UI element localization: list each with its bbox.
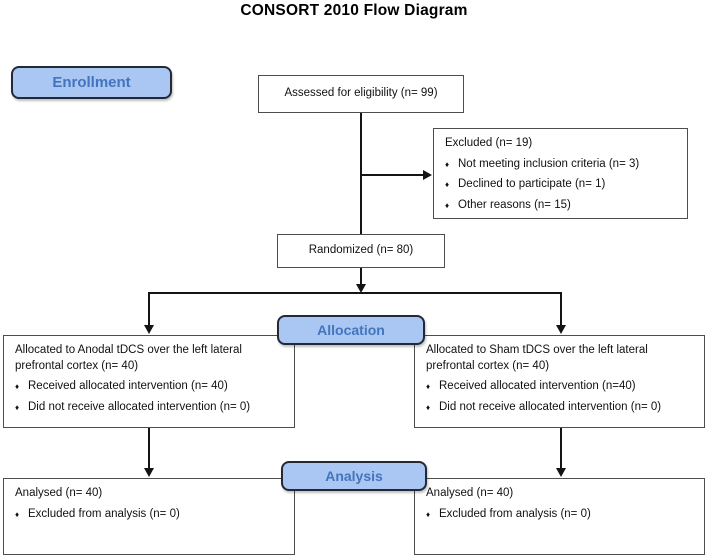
excluded-bullet-3-text: Other reasons (n= 15) xyxy=(458,198,571,211)
connector-to-excluded xyxy=(361,174,423,176)
diamond-bullet-icon: ♦ xyxy=(426,402,431,412)
allocation-anodal-bullet-1-text: Received allocated intervention (n= 40) xyxy=(28,380,228,393)
diamond-bullet-icon: ♦ xyxy=(445,159,450,169)
allocation-sham-bullet-2-text: Did not receive allocated intervention (… xyxy=(439,400,662,413)
excluded-bullet-1: ♦ Not meeting inclusion criteria (n= 3) xyxy=(445,157,678,173)
allocation-anodal-bullet-2-text: Did not receive allocated intervention (… xyxy=(28,400,251,413)
connector-branch-alloc-left xyxy=(148,292,150,326)
arrowhead-right-icon xyxy=(423,170,432,180)
arrowhead-down-icon xyxy=(556,468,566,477)
allocation-anodal-box: Allocated to Anodal tDCS over the left l… xyxy=(3,335,295,428)
analysis-anodal-bullet-1: ♦ Excluded from analysis (n= 0) xyxy=(15,507,285,523)
analysis-sham-bullet-1-text: Excluded from analysis (n= 0) xyxy=(439,507,591,520)
excluded-title: Excluded (n= 19) xyxy=(445,137,533,149)
analysis-sham-bullet-1: ♦ Excluded from analysis (n= 0) xyxy=(426,507,695,523)
allocation-phase-badge: Allocation xyxy=(277,315,425,345)
assessed-eligibility-text: Assessed for eligibility (n= 99) xyxy=(284,87,438,100)
diamond-bullet-icon: ♦ xyxy=(445,200,450,210)
branch-horizontal-line xyxy=(149,292,561,294)
analysis-sham-box: Analysed (n= 40) ♦ Excluded from analysi… xyxy=(414,478,705,555)
connector-randomized-branch xyxy=(360,268,362,285)
allocation-anodal-bullet-2: ♦ Did not receive allocated intervention… xyxy=(15,400,285,416)
arrowhead-down-icon xyxy=(144,468,154,477)
diamond-bullet-icon: ♦ xyxy=(426,509,431,519)
allocation-sham-bullet-1: ♦ Received allocated intervention (n=40) xyxy=(426,379,695,395)
analysis-sham-title: Analysed (n= 40) xyxy=(426,487,514,499)
assessed-eligibility-box: Assessed for eligibility (n= 99) xyxy=(258,75,464,113)
arrowhead-down-icon xyxy=(556,325,566,334)
diamond-bullet-icon: ♦ xyxy=(426,382,431,392)
enrollment-phase-badge: Enrollment xyxy=(11,66,172,99)
connector-branch-alloc-right xyxy=(560,292,562,326)
analysis-anodal-bullet-1-text: Excluded from analysis (n= 0) xyxy=(28,507,180,520)
excluded-bullet-3: ♦ Other reasons (n= 15) xyxy=(445,198,678,214)
analysis-phase-badge: Analysis xyxy=(281,461,427,491)
diamond-bullet-icon: ♦ xyxy=(15,382,20,392)
excluded-bullet-1-text: Not meeting inclusion criteria (n= 3) xyxy=(458,157,640,170)
excluded-bullet-2-text: Declined to participate (n= 1) xyxy=(458,178,606,191)
connector-assessed-randomized xyxy=(360,113,362,234)
diagram-title: CONSORT 2010 Flow Diagram xyxy=(240,2,468,19)
allocation-phase-label: Allocation xyxy=(317,322,385,338)
allocation-sham-box: Allocated to Sham tDCS over the left lat… xyxy=(414,335,705,428)
analysis-anodal-title: Analysed (n= 40) xyxy=(15,487,103,499)
diamond-bullet-icon: ♦ xyxy=(445,180,450,190)
randomized-box: Randomized (n= 80) xyxy=(277,234,445,268)
allocation-sham-bullet-2: ♦ Did not receive allocated intervention… xyxy=(426,400,695,416)
excluded-bullet-2: ♦ Declined to participate (n= 1) xyxy=(445,177,678,193)
randomized-text: Randomized (n= 80) xyxy=(308,244,414,257)
allocation-sham-bullet-1-text: Received allocated intervention (n=40) xyxy=(439,380,636,393)
diamond-bullet-icon: ♦ xyxy=(15,402,20,412)
excluded-box: Excluded (n= 19) ♦ Not meeting inclusion… xyxy=(433,128,688,219)
analysis-phase-label: Analysis xyxy=(325,468,383,484)
enrollment-phase-label: Enrollment xyxy=(52,74,131,91)
arrowhead-down-icon xyxy=(356,284,366,293)
allocation-anodal-title: Allocated to Anodal tDCS over the left l… xyxy=(15,344,242,372)
allocation-sham-title: Allocated to Sham tDCS over the left lat… xyxy=(426,344,648,372)
connector-alloc-analysis-left xyxy=(148,428,150,469)
arrowhead-down-icon xyxy=(144,325,154,334)
analysis-anodal-box: Analysed (n= 40) ♦ Excluded from analysi… xyxy=(3,478,295,555)
connector-alloc-analysis-right xyxy=(560,428,562,469)
diamond-bullet-icon: ♦ xyxy=(15,509,20,519)
allocation-anodal-bullet-1: ♦ Received allocated intervention (n= 40… xyxy=(15,379,285,395)
